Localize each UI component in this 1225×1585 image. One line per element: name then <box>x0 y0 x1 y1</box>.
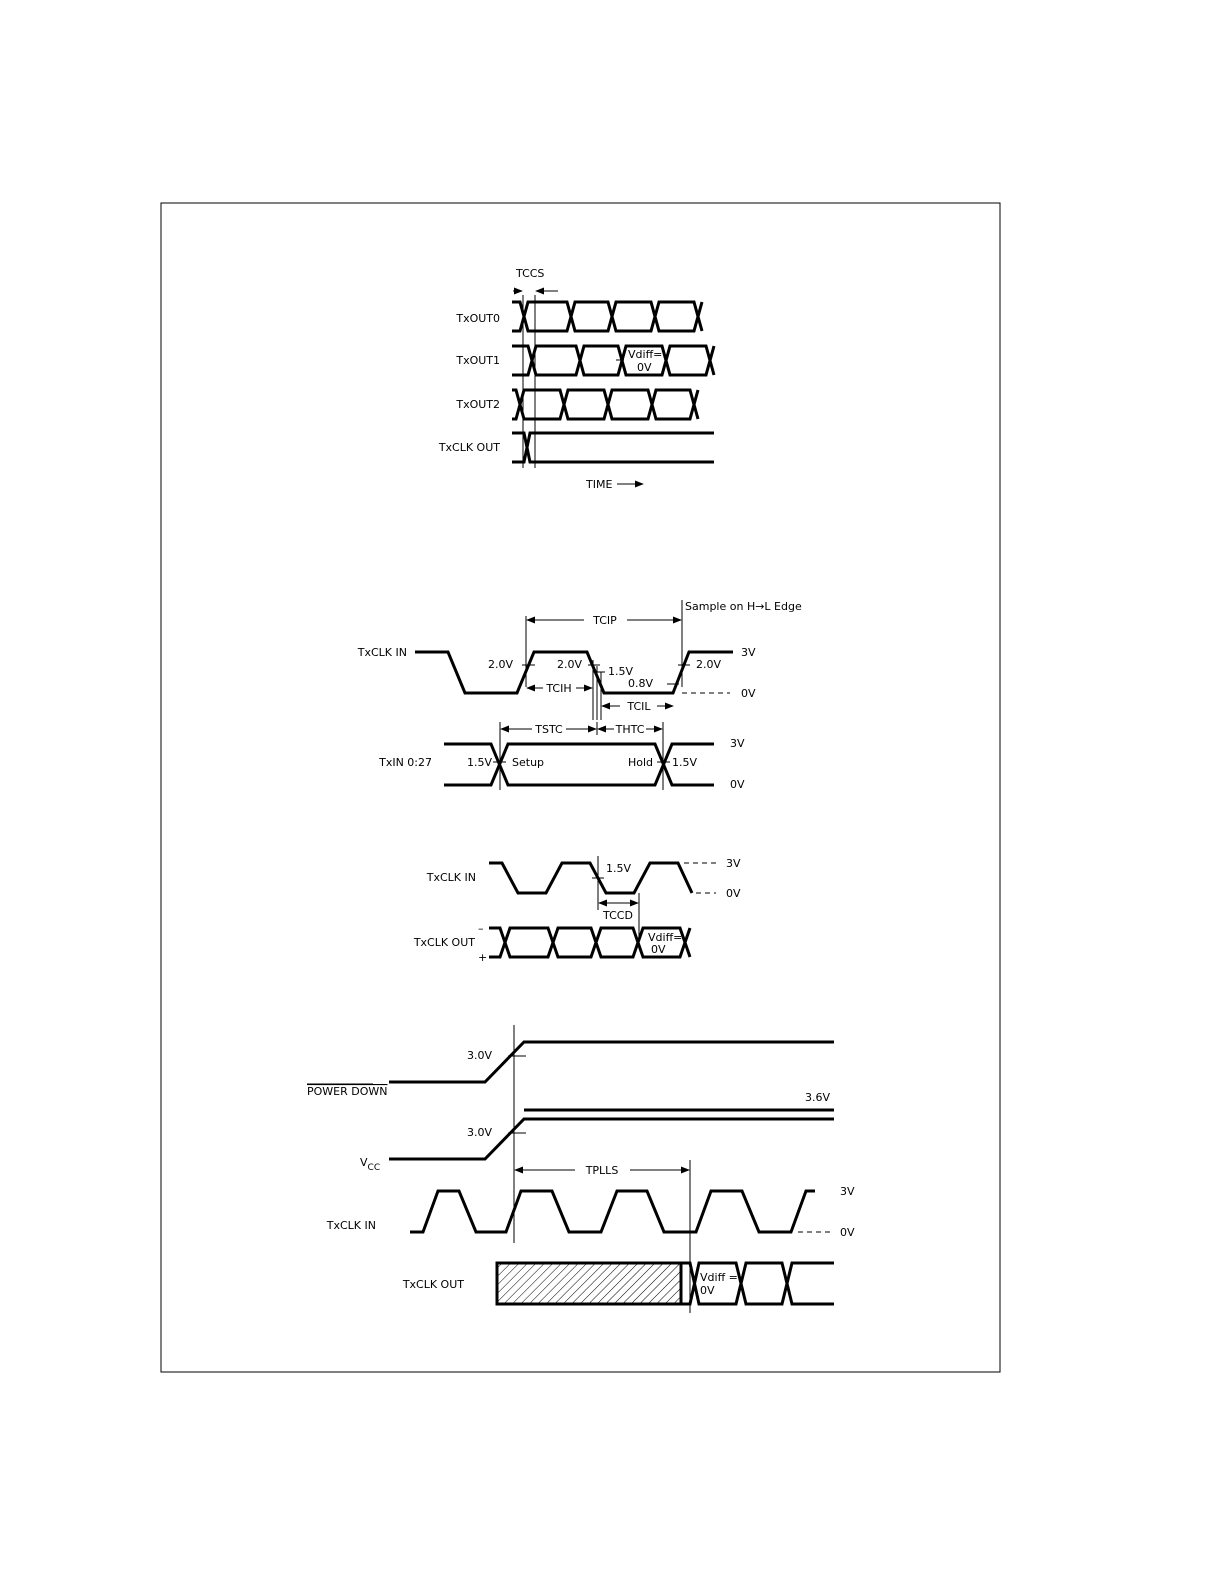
power-down-label: POWER DOWN <box>307 1085 388 1098</box>
minus-label: – <box>478 922 484 935</box>
txclk-out-label: TxCLK OUT <box>438 441 500 454</box>
tcil-label: TCIL <box>626 700 651 713</box>
v20-label: 2.0V <box>696 658 721 671</box>
v20-label: 2.0V <box>488 658 513 671</box>
txclk-in-waveform <box>489 863 692 893</box>
v30b-label: 3.0V <box>467 1126 492 1139</box>
txclk-out-waveform <box>512 433 714 462</box>
txout0-label: TxOUT0 <box>455 312 500 325</box>
hold-label: Hold <box>628 756 653 769</box>
plus-label: + <box>478 951 487 964</box>
power-down-waveform <box>389 1042 834 1082</box>
v36-label: 3.6V <box>805 1091 830 1104</box>
setup-label: Setup <box>512 756 544 769</box>
txclk-in-waveform <box>410 1191 815 1232</box>
vdiff-label-2: 0V <box>700 1284 715 1297</box>
setup-hold-diagram: TxCLK IN TCIP Sample on H→L Edge 2.0V 2.… <box>357 600 802 791</box>
v3-label: 3V <box>726 857 741 870</box>
v15-label: 1.5V <box>606 862 631 875</box>
skew-diagram: TCCS TxOUT0 TxOUT1 Vdiff= 0V TxOUT2 TxCL… <box>438 267 714 491</box>
tcih-label: TCIH <box>545 682 571 695</box>
pll-set-time-diagram: 3.0V POWER DOWN 3.6V 3.0V VCC TPLLS TxCL… <box>307 1025 855 1313</box>
v3-label: 3V <box>840 1185 855 1198</box>
v08-label: 0.8V <box>628 677 653 690</box>
figure-frame <box>161 203 1000 1372</box>
v20-label: 2.0V <box>557 658 582 671</box>
txclk-in-label: TxCLK IN <box>426 871 476 884</box>
tccd-label: TCCD <box>602 909 633 922</box>
vdiff-label-1: Vdiff= <box>628 348 662 361</box>
txout2-waveform <box>512 390 698 419</box>
vcc-label: VCC <box>360 1156 380 1173</box>
v0b-label: 0V <box>730 778 745 791</box>
clock-delay-diagram: TxCLK IN 1.5V 3V 0V TCCD TxCLK OUT – + V… <box>413 856 741 964</box>
tcip-label: TCIP <box>592 614 617 627</box>
v3-label: 3V <box>741 646 756 659</box>
tstc-label: TSTC <box>534 723 563 736</box>
txclk-in-label: TxCLK IN <box>357 646 407 659</box>
v0-label: 0V <box>741 687 756 700</box>
tccs-label: TCCS <box>515 267 544 280</box>
txclk-out-label: TxCLK OUT <box>413 936 475 949</box>
tplls-label: TPLLS <box>585 1164 619 1177</box>
undefined-hatched-region <box>497 1263 681 1304</box>
txclk-in-label: TxCLK IN <box>326 1219 376 1232</box>
txout1-waveform <box>512 346 714 375</box>
v30a-label: 3.0V <box>467 1049 492 1062</box>
txout2-label: TxOUT2 <box>455 398 500 411</box>
sample-edge-label: Sample on H→L Edge <box>685 600 802 613</box>
txout0-waveform <box>512 302 702 331</box>
time-label: TIME <box>585 478 612 491</box>
v15a-label: 1.5V <box>467 756 492 769</box>
txclk-out-label: TxCLK OUT <box>402 1278 464 1291</box>
v0-label: 0V <box>840 1226 855 1239</box>
thtc-label: THTC <box>615 723 645 736</box>
vdiff-label-1: Vdiff = <box>700 1271 738 1284</box>
txin-label: TxIN 0:27 <box>378 756 432 769</box>
vdiff-label-2: 0V <box>637 361 652 374</box>
v3b-label: 3V <box>730 737 745 750</box>
txout1-label: TxOUT1 <box>455 354 500 367</box>
v0-label: 0V <box>726 887 741 900</box>
vdiff-label-2: 0V <box>651 943 666 956</box>
v15b-label: 1.5V <box>672 756 697 769</box>
vcc-waveform <box>389 1119 834 1159</box>
